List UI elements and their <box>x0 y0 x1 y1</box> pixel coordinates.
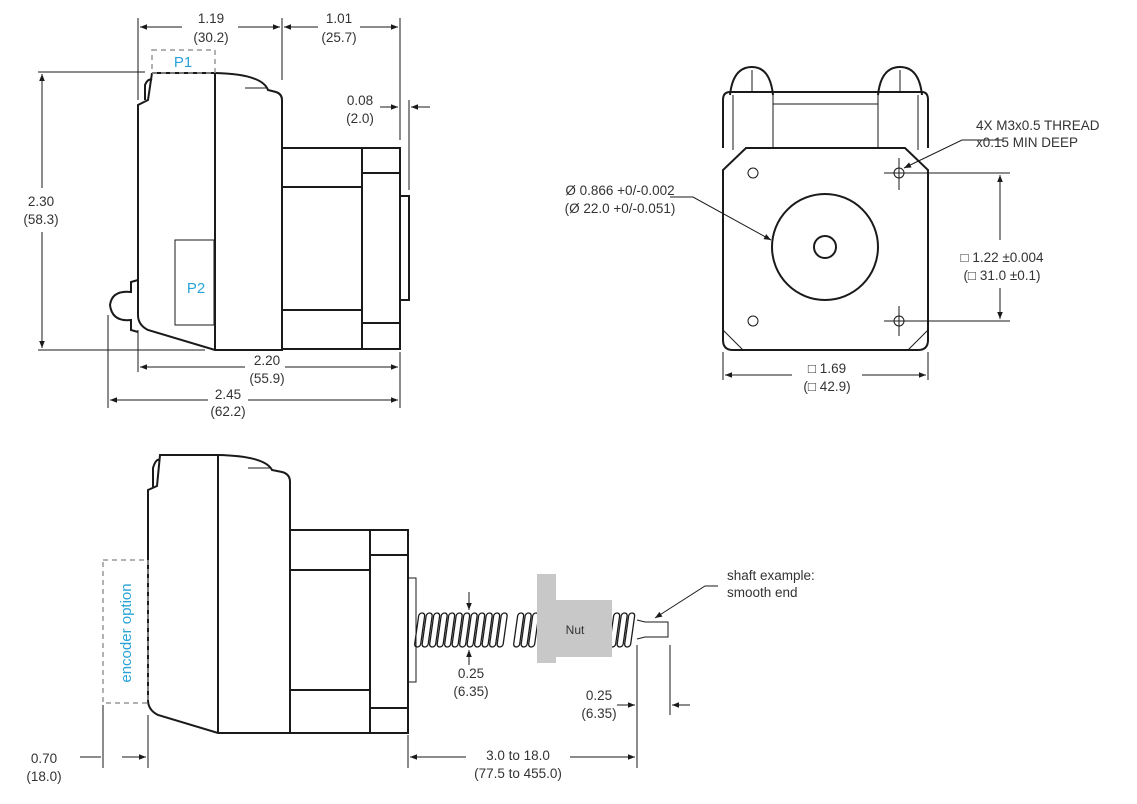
p1-connector-outline <box>151 49 216 74</box>
dim-1-01: 1.01 <box>326 11 352 26</box>
dim-2-20: 2.20 <box>254 353 280 368</box>
housing-clip <box>144 78 153 100</box>
encoder-option-outline <box>102 559 149 704</box>
dim-2-45-mm: (62.2) <box>210 404 245 419</box>
screw-thread <box>489 612 501 648</box>
dim-stroke-mm: (77.5 to 455.0) <box>474 766 562 781</box>
dim-1-19-mm: (30.2) <box>193 30 228 45</box>
dim-encoder: 0.70 <box>31 751 57 766</box>
p1-label: P1 <box>174 54 192 71</box>
dim-1-19: 1.19 <box>198 11 224 26</box>
dim-shaft-length: 0.25 <box>586 688 612 703</box>
shaft-circle <box>813 235 837 259</box>
screw-thread <box>474 612 486 648</box>
screw-thread <box>459 612 471 648</box>
screw-thread <box>616 612 628 648</box>
bolt-square: □ 1.22 ±0.004 <box>960 250 1044 265</box>
front-lug-right <box>877 65 923 96</box>
screw-thread <box>436 612 448 648</box>
mounting-holes <box>747 158 912 336</box>
screw-thread <box>528 612 540 648</box>
front-flange <box>722 147 929 351</box>
linear-pilot-boss <box>407 577 417 683</box>
screw-thread <box>414 612 426 648</box>
screw-thread <box>429 612 441 648</box>
screw-thread <box>520 612 532 648</box>
p2-label: P2 <box>187 280 205 297</box>
side-view: P1 P2 1.19 (30.2) 1.01 (25.7) 0.08 (2.0)… <box>23 11 430 419</box>
shaft-note-2: smooth end <box>727 585 798 600</box>
dim-stroke: 3.0 to 18.0 <box>486 748 550 763</box>
nut <box>537 574 612 663</box>
lead-screw <box>414 612 636 648</box>
linear-actuator-view: encoder option Nut shaft example: smooth… <box>26 454 815 784</box>
p2-connector <box>174 239 215 326</box>
front-housing-top <box>722 91 929 148</box>
dim-2-20-mm: (55.9) <box>249 371 284 386</box>
nut-label: Nut <box>566 623 585 637</box>
dim-1-01-mm: (25.7) <box>321 30 356 45</box>
body-square: □ 1.69 <box>808 361 846 376</box>
pilot-boss <box>399 195 410 301</box>
smooth-shaft-end <box>636 619 669 640</box>
linear-housing-outline <box>147 454 291 734</box>
drive-housing-outline <box>137 72 283 351</box>
pilot-boss-circle <box>771 193 879 301</box>
screw-thread <box>513 612 525 648</box>
dim-screw-diameter: 0.25 <box>458 666 484 681</box>
shaft-note: shaft example: <box>727 568 815 583</box>
front-lug-left <box>729 65 774 96</box>
dim-encoder-mm: (18.0) <box>26 769 61 784</box>
front-view: 4X M3x0.5 THREAD x0.15 MIN DEEP Ø 0.866 … <box>565 65 1100 394</box>
screw-thread <box>481 612 493 648</box>
dim-2-45: 2.45 <box>215 387 241 402</box>
bolt-square-mm: (□ 31.0 ±0.1) <box>963 268 1040 283</box>
thread-note-depth: x0.15 MIN DEEP <box>976 135 1078 150</box>
linear-motor-flange <box>369 529 409 734</box>
dim-shaft-length-mm: (6.35) <box>581 706 616 721</box>
screw-thread <box>444 612 456 648</box>
dim-0-08: 0.08 <box>347 93 373 108</box>
dim-0-08-mm: (2.0) <box>346 111 374 126</box>
dim-2-30: 2.30 <box>28 194 54 209</box>
screw-thread <box>451 612 463 648</box>
screw-thread <box>496 612 508 648</box>
pilot-diameter-mm: (Ø 22.0 +0/-0.051) <box>565 201 676 216</box>
dim-screw-diameter-mm: (6.35) <box>453 684 488 699</box>
mount-hole-icon <box>747 315 759 327</box>
thread-note: 4X M3x0.5 THREAD <box>976 118 1100 133</box>
dimension-lines <box>38 18 430 408</box>
encoder-option-label: encoder option <box>118 583 135 682</box>
side-connector <box>108 279 139 333</box>
linear-motor-body <box>289 529 371 734</box>
mount-hole-icon <box>747 167 759 179</box>
body-square-mm: (□ 42.9) <box>803 379 850 394</box>
dim-2-30-mm: (58.3) <box>23 212 58 227</box>
screw-thread <box>421 612 433 648</box>
motor-flange <box>361 147 401 350</box>
screw-thread <box>624 612 636 648</box>
screw-thread <box>466 612 478 648</box>
motor-body <box>281 147 363 350</box>
pilot-diameter: Ø 0.866 +0/-0.002 <box>565 183 674 198</box>
